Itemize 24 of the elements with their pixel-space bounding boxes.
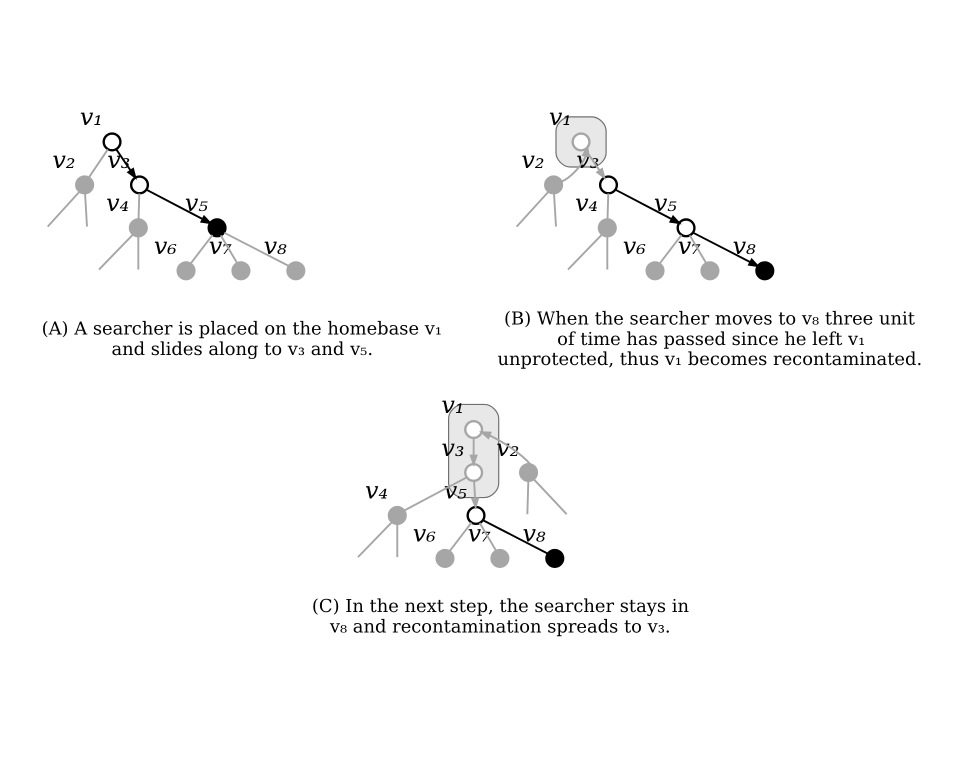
node-label: v₇ <box>678 232 701 260</box>
node-label: v₅ <box>654 189 677 218</box>
node-label: v₈ <box>732 232 756 260</box>
node-label: v₆ <box>154 232 177 260</box>
node-label: v₇ <box>208 232 232 260</box>
node-label: v₈ <box>522 520 546 548</box>
node-label: v₁ <box>80 103 103 132</box>
node-label: v₁ <box>441 390 464 419</box>
node-label: v₆ <box>412 520 436 548</box>
node-label: v₄ <box>575 189 598 218</box>
node-label: v₂ <box>52 146 76 174</box>
node-label: v₄ <box>365 476 388 505</box>
label: (A) A searcher is placed on the homebase v₁ and slides along to v₃ and v₅. <box>42 318 442 360</box>
node-label: v₆ <box>622 232 646 260</box>
node-label: v₃ <box>441 434 464 462</box>
label: (B) When the searcher moves to v₈ three unit of time has passed since he left v₁ unprotected, thus v₁ becomes recontaminated. <box>498 308 922 370</box>
label: (C) In the next step, the searcher stays in v₈ and recontamination spreads to v₃. <box>312 596 690 638</box>
node-label: v₅ <box>444 476 467 505</box>
node-label: v₈ <box>264 232 287 260</box>
node-label: v₅ <box>184 189 208 218</box>
node-label: v₄ <box>106 189 130 218</box>
node-label: v₂ <box>521 146 544 174</box>
node-label: v₁ <box>548 103 572 132</box>
node-label: v₇ <box>468 520 491 548</box>
